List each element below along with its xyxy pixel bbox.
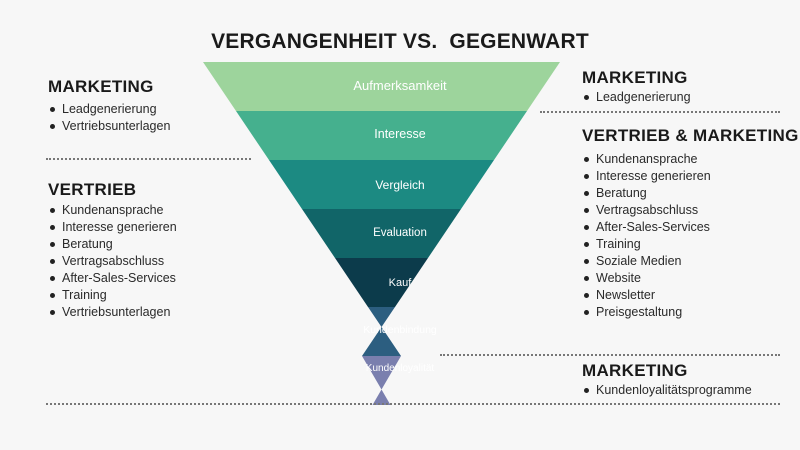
list-item: Vertriebsunterlagen bbox=[48, 304, 177, 321]
stage-label-evaluation: Evaluation bbox=[373, 227, 427, 239]
list-item: Website bbox=[582, 270, 799, 287]
right-marketing-list: Leadgenerierung bbox=[582, 89, 691, 106]
list-item: Preisgestaltung bbox=[582, 304, 799, 321]
list-item: Kundenloyalitätsprogramme bbox=[582, 382, 752, 399]
funnel-stage-2 bbox=[236, 111, 527, 160]
left-vertrieb-heading: VERTRIEB bbox=[48, 180, 137, 199]
right-marketing-heading: MARKETING bbox=[582, 68, 688, 87]
right-marketing-bottom-section: MARKETING Kundenloyalitätsprogramme bbox=[582, 361, 752, 399]
left-vertrieb-list: Kundenansprache Interesse generieren Ber… bbox=[48, 202, 177, 321]
stage-label-kundenloyalitaet: Kundenloyalität bbox=[365, 363, 435, 374]
funnel-stage-6 bbox=[362, 307, 401, 356]
list-item: Beratung bbox=[582, 185, 799, 202]
left-marketing-heading: MARKETING bbox=[48, 77, 154, 96]
right-vertrieb-marketing-list: Kundenansprache Interesse generieren Ber… bbox=[582, 151, 799, 321]
list-item: Interesse generieren bbox=[582, 168, 799, 185]
list-item: Interesse generieren bbox=[48, 219, 177, 236]
list-item: Newsletter bbox=[582, 287, 799, 304]
list-item: Soziale Medien bbox=[582, 253, 799, 270]
stage-label-kundenbindung: Kundenbindung bbox=[363, 324, 437, 336]
list-item: Leadgenerierung bbox=[48, 101, 170, 118]
funnel-stage-7 bbox=[362, 356, 401, 405]
stage-label-kauf: Kauf bbox=[388, 277, 412, 289]
left-marketing-section: MARKETING Leadgenerierung Vertriebsunter… bbox=[48, 77, 170, 135]
right-vertrieb-marketing-heading: VERTRIEB & MARKETING bbox=[582, 126, 799, 145]
list-item: Vertragsabschluss bbox=[582, 202, 799, 219]
stage-label-vergleich: Vergleich bbox=[375, 178, 425, 192]
stage-label-interesse: Interesse bbox=[374, 127, 426, 141]
left-vertrieb-section: VERTRIEB Kundenansprache Interesse gener… bbox=[48, 180, 177, 321]
list-item: Leadgenerierung bbox=[582, 89, 691, 106]
list-item: After-Sales-Services bbox=[582, 219, 799, 236]
divider-left-top bbox=[46, 158, 251, 160]
right-marketing-bottom-heading: MARKETING bbox=[582, 361, 688, 380]
list-item: Training bbox=[48, 287, 177, 304]
right-marketing-bottom-list: Kundenloyalitätsprogramme bbox=[582, 382, 752, 399]
list-item: After-Sales-Services bbox=[48, 270, 177, 287]
list-item: Beratung bbox=[48, 236, 177, 253]
list-item: Kundenansprache bbox=[48, 202, 177, 219]
divider-right-bottom bbox=[440, 354, 780, 356]
list-item: Vertriebsunterlagen bbox=[48, 118, 170, 135]
right-marketing-section: MARKETING Leadgenerierung bbox=[582, 68, 691, 106]
list-item: Kundenansprache bbox=[582, 151, 799, 168]
list-item: Training bbox=[582, 236, 799, 253]
left-marketing-list: Leadgenerierung Vertriebsunterlagen bbox=[48, 101, 170, 135]
divider-right-top bbox=[540, 111, 780, 113]
funnel-stage-4 bbox=[302, 209, 461, 258]
list-item: Vertragsabschluss bbox=[48, 253, 177, 270]
page-title: VERGANGENHEIT VS. GEGENWART bbox=[211, 30, 589, 53]
funnel-stage-5 bbox=[335, 258, 428, 307]
stage-label-aufmerksamkeit: Aufmerksamkeit bbox=[353, 78, 447, 93]
divider-bottom bbox=[46, 403, 780, 405]
funnel-stage-1 bbox=[203, 62, 560, 111]
right-vertrieb-marketing-section: VERTRIEB & MARKETING Kundenansprache Int… bbox=[582, 126, 799, 321]
funnel-stage-3 bbox=[269, 160, 494, 209]
